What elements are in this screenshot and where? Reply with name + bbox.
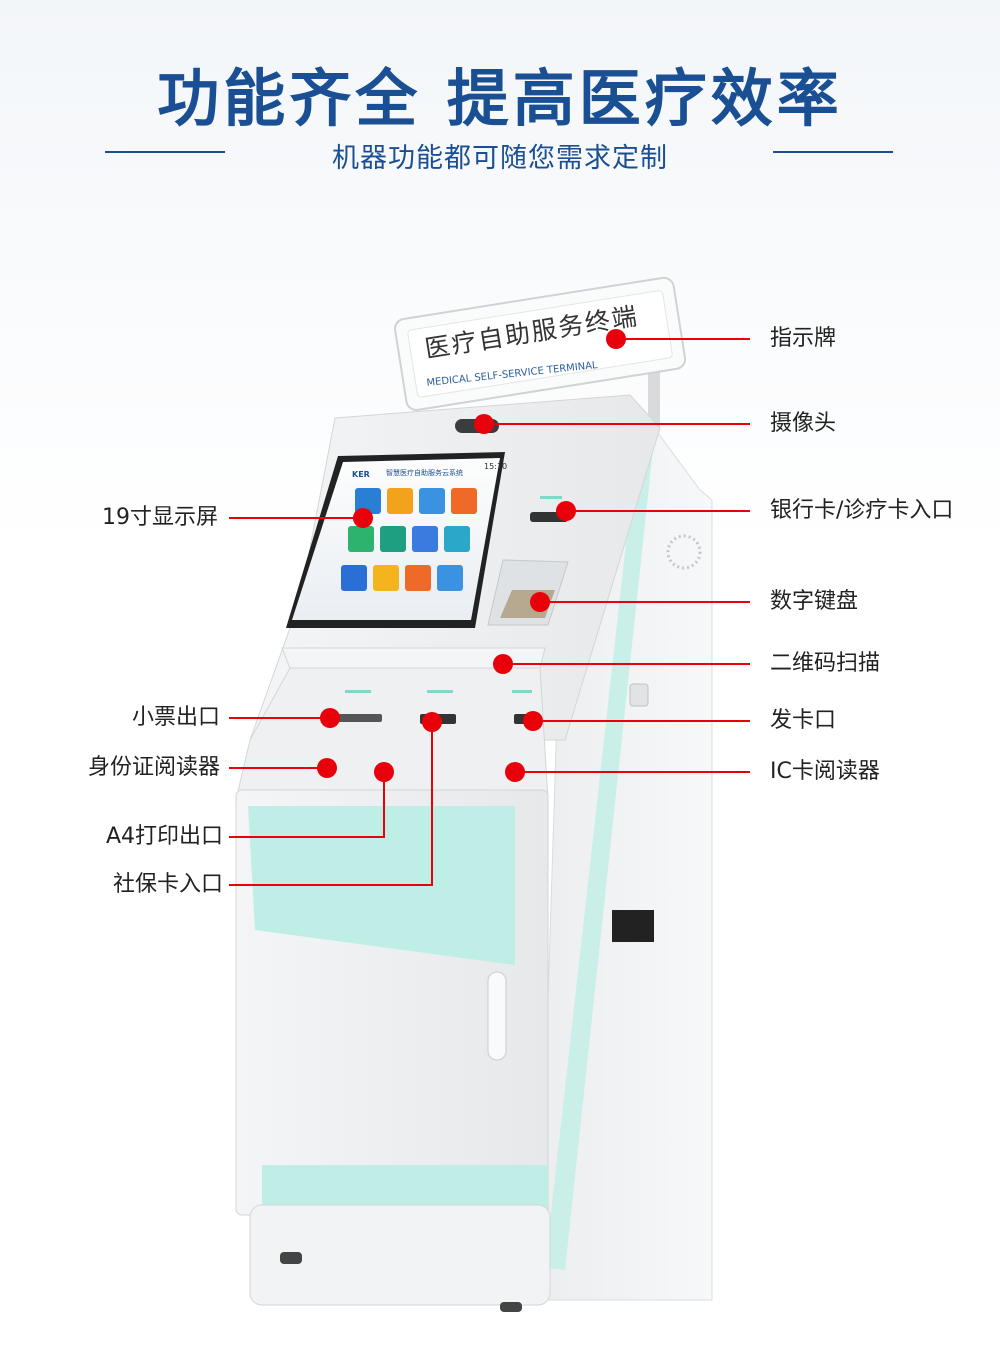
- screen-app-tiles: [341, 488, 477, 591]
- page-title: 功能齐全 提高医疗效率: [157, 62, 843, 135]
- label-card-entry: 银行卡/诊疗卡入口: [770, 498, 954, 523]
- speaker-grille: [666, 534, 702, 570]
- label-id-reader: 身份证阅读器: [87, 755, 220, 780]
- cabinet-handle: [487, 971, 507, 1061]
- callout-dot-a4: [374, 762, 394, 782]
- callout-dot-keypad: [530, 592, 550, 612]
- receipt-slot: [330, 714, 382, 722]
- callout-dot-card-entry: [556, 501, 576, 521]
- label-card-issue: 发卡口: [770, 708, 837, 733]
- divider-right: [773, 151, 893, 153]
- label-social-card: 社保卡入口: [112, 872, 223, 897]
- callout-dot-card-issue: [523, 711, 543, 731]
- divider-left: [105, 151, 225, 153]
- label-screen: 19寸显示屏: [102, 505, 218, 530]
- label-keypad: 数字键盘: [770, 589, 859, 614]
- callout-dot-qr: [493, 654, 513, 674]
- label-sign: 指示牌: [770, 326, 837, 351]
- page-subtitle: 机器功能都可随您需求定制: [332, 143, 668, 174]
- screen-app-title: 智慧医疗自助服务云系统: [386, 469, 463, 477]
- label-a4-print: A4打印出口: [105, 824, 223, 849]
- callout-dot-screen: [353, 508, 373, 528]
- screen-time: 15:10: [484, 462, 508, 471]
- label-camera: 摄像头: [770, 411, 837, 436]
- side-lock: [629, 683, 649, 707]
- sign-post: [648, 360, 660, 430]
- callout-dot-sign: [606, 329, 626, 349]
- callout-dot-receipt: [320, 708, 340, 728]
- label-receipt: 小票出口: [131, 705, 220, 730]
- label-qr-scan: 二维码扫描: [770, 651, 881, 676]
- callout-dot-camera: [474, 414, 494, 434]
- label-ic-reader: IC卡阅读器: [770, 759, 880, 784]
- side-slot: [612, 910, 654, 942]
- callout-dot-id-reader: [317, 758, 337, 778]
- sign-board: [394, 276, 687, 411]
- kiosk-base: [249, 1204, 551, 1306]
- teal-edge-strip: [548, 418, 655, 1270]
- screen-brand: KER: [352, 470, 370, 479]
- callout-dot-social-card: [422, 712, 442, 732]
- callout-dot-ic-reader: [505, 762, 525, 782]
